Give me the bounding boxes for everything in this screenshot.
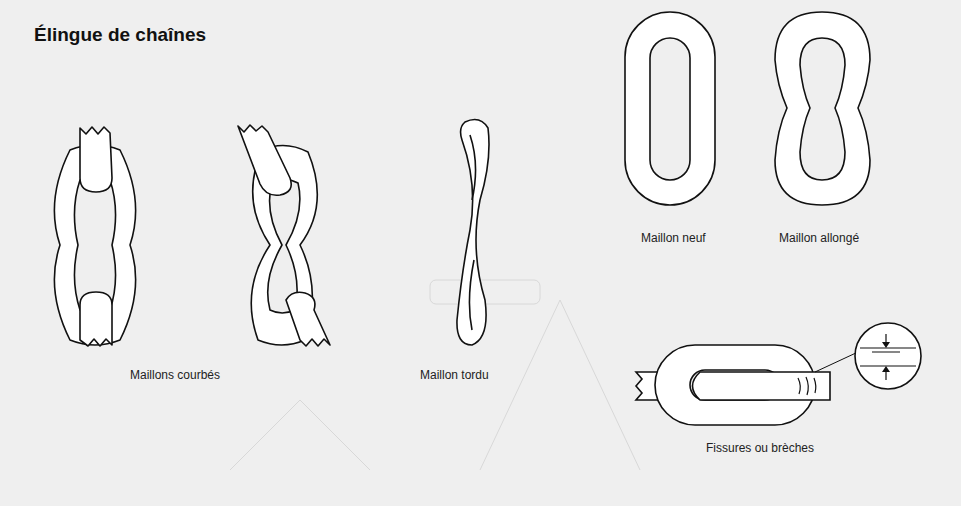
cracked-link — [636, 323, 921, 425]
bent-links — [54, 125, 330, 346]
diagram-title: Élingue de chaînes — [34, 24, 206, 46]
part-label: Maillons courbés — [130, 368, 220, 382]
part-label: Maillon allongé — [779, 231, 859, 245]
part-label: Maillon tordu — [420, 368, 489, 382]
twisted-link — [457, 120, 489, 345]
new-link — [625, 12, 715, 205]
stretched-link — [775, 12, 870, 205]
faint-background — [230, 280, 640, 470]
part-label: Fissures ou brèches — [706, 441, 814, 455]
part-label: Maillon neuf — [641, 231, 706, 245]
